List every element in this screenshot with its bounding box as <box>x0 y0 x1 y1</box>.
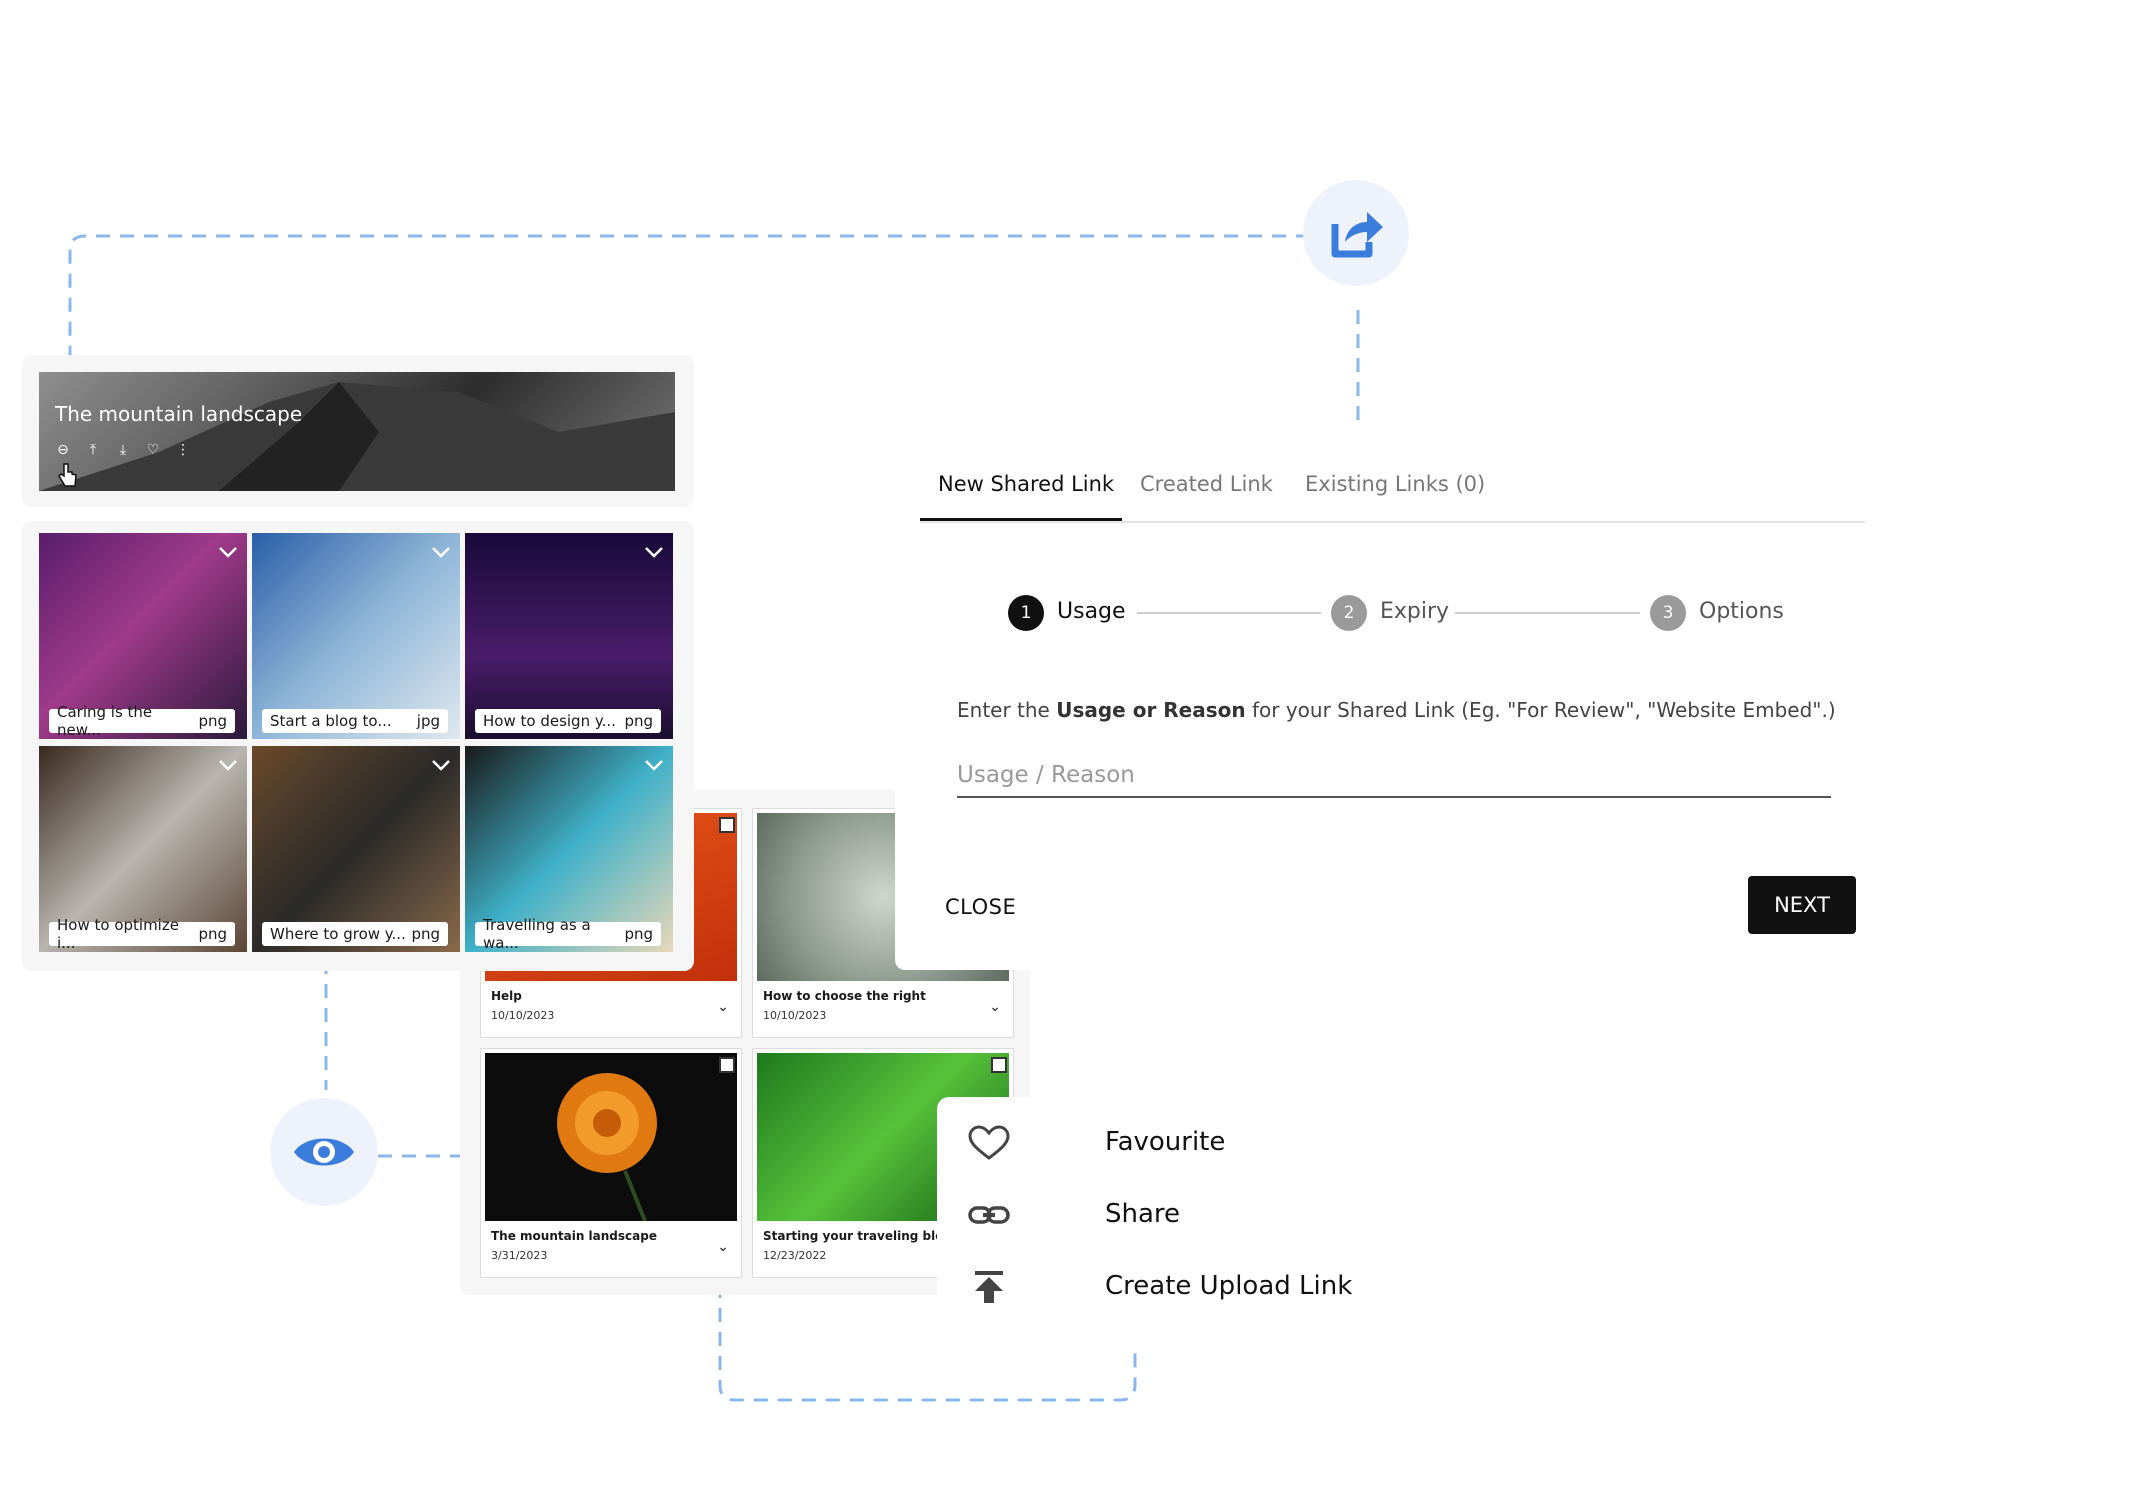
select-checkbox[interactable] <box>991 1057 1007 1073</box>
card-date: 3/31/2023 <box>491 1249 548 1262</box>
tile-caption: Where to grow y... png <box>262 922 448 946</box>
active-tab-indicator <box>920 518 1122 521</box>
tile-name: How to design y... <box>483 712 616 730</box>
chevron-down-icon[interactable] <box>643 541 665 563</box>
select-checkbox[interactable] <box>719 817 735 833</box>
step-1-label: Usage <box>1057 599 1126 624</box>
heart-icon <box>968 1125 1010 1160</box>
context-menu: Favourite Share Create Upload Link <box>937 1097 1377 1347</box>
chevron-down-icon[interactable] <box>430 754 452 776</box>
hand-cursor-icon <box>58 463 77 487</box>
share-icon <box>1331 212 1383 258</box>
menu-item-create-upload-link[interactable]: Create Upload Link <box>967 1261 1367 1311</box>
card-date: 12/23/2022 <box>763 1249 827 1262</box>
prompt-text: Enter the <box>957 698 1057 722</box>
hero-card[interactable]: The mountain landscape ⊖ ⤒ ⤓ ♡ ⋮ <box>39 372 675 491</box>
gallery-tile[interactable]: Where to grow y... png <box>252 746 460 952</box>
asset-card[interactable]: The mountain landscape 3/31/2023 ⌄ <box>480 1048 742 1278</box>
tile-ext: png <box>198 712 227 730</box>
tile-ext: png <box>624 925 653 943</box>
step-2-number: 2 <box>1331 595 1367 631</box>
gallery-tile[interactable]: Start a blog to... jpg <box>252 533 460 739</box>
select-checkbox[interactable] <box>719 1057 735 1073</box>
hero-title: The mountain landscape <box>55 402 303 426</box>
prompt-text: for your Shared Link (Eg. "For Review", … <box>1245 698 1836 722</box>
link-icon <box>968 1206 1010 1224</box>
gallery-tile[interactable]: How to optimize i... png <box>39 746 247 952</box>
heart-icon[interactable]: ♡ <box>146 442 160 458</box>
gallery-tile[interactable]: Travelling as a wa... png <box>465 746 673 952</box>
close-button[interactable]: CLOSE <box>945 895 1017 919</box>
flower-image <box>557 1073 657 1222</box>
menu-item-favourite[interactable]: Favourite <box>967 1117 1367 1167</box>
card-title: How to choose the right <box>763 989 926 1003</box>
upload-icon <box>975 1271 1003 1303</box>
more-icon[interactable]: ⋮ <box>176 442 190 458</box>
tile-ext: png <box>411 925 440 943</box>
tile-name: Start a blog to... <box>270 712 392 730</box>
step-1-number: 1 <box>1008 595 1044 631</box>
chevron-down-icon[interactable]: ⌄ <box>989 999 1001 1015</box>
chevron-down-icon[interactable]: ⌄ <box>717 999 729 1015</box>
tab-new-shared-link[interactable]: New Shared Link <box>938 472 1115 496</box>
link-icon[interactable]: ⊖ <box>57 442 69 458</box>
tab-created-link[interactable]: Created Link <box>1140 472 1273 496</box>
next-button[interactable]: NEXT <box>1748 876 1856 934</box>
tab-existing-links[interactable]: Existing Links (0) <box>1305 472 1486 496</box>
share-badge[interactable] <box>1303 180 1409 286</box>
menu-item-label: Create Upload Link <box>1105 1271 1353 1301</box>
gallery-tile[interactable]: Caring is the new... png <box>39 533 247 739</box>
tile-name: How to optimize i... <box>57 916 179 952</box>
chevron-down-icon[interactable] <box>217 754 239 776</box>
tab-divider <box>920 521 1865 523</box>
chevron-down-icon[interactable] <box>430 541 452 563</box>
gallery-tile[interactable]: How to design y... png <box>465 533 673 739</box>
tile-ext: jpg <box>416 712 440 730</box>
prompt-emphasis: Usage or Reason <box>1056 698 1246 722</box>
usage-reason-input[interactable]: Usage / Reason <box>957 762 1831 798</box>
shared-link-dialog: New Shared Link Created Link Existing Li… <box>895 420 1915 970</box>
chevron-down-icon[interactable]: ⌄ <box>717 1239 729 1255</box>
card-date: 10/10/2023 <box>491 1009 555 1022</box>
usage-instructions: Enter the Usage or Reason for your Share… <box>957 698 1836 722</box>
hero-actions: ⊖ ⤒ ⤓ ♡ ⋮ <box>55 442 191 458</box>
card-title: The mountain landscape <box>491 1229 657 1243</box>
tile-ext: png <box>198 925 227 943</box>
tile-caption: Travelling as a wa... png <box>475 916 661 952</box>
card-title: Starting your traveling blog <box>763 1229 953 1243</box>
card-title: Help <box>491 989 522 1003</box>
tile-name: Where to grow y... <box>270 925 406 943</box>
tile-ext: png <box>624 712 653 730</box>
menu-item-share[interactable]: Share <box>967 1189 1367 1239</box>
menu-item-label: Share <box>1105 1199 1181 1229</box>
tile-caption: Caring is the new... png <box>49 703 235 739</box>
step-3-label: Options <box>1699 599 1784 624</box>
tile-caption: How to design y... png <box>475 709 661 733</box>
card-date: 10/10/2023 <box>763 1009 827 1022</box>
tile-caption: Start a blog to... jpg <box>262 709 448 733</box>
step-connector <box>1137 612 1321 614</box>
download-icon[interactable]: ⤓ <box>119 442 127 458</box>
step-connector <box>1455 612 1640 614</box>
eye-icon <box>294 1138 354 1166</box>
card-image <box>485 1053 737 1222</box>
upload-icon[interactable]: ⤒ <box>89 442 97 458</box>
chevron-down-icon[interactable] <box>217 541 239 563</box>
menu-item-label: Favourite <box>1105 1127 1226 1157</box>
step-2-label: Expiry <box>1380 599 1450 624</box>
preview-badge[interactable] <box>270 1098 378 1206</box>
mountain-image <box>39 382 675 491</box>
step-3-number: 3 <box>1650 595 1686 631</box>
tile-name: Travelling as a wa... <box>483 916 591 952</box>
chevron-down-icon[interactable] <box>643 754 665 776</box>
tile-name: Caring is the new... <box>57 703 153 739</box>
tile-caption: How to optimize i... png <box>49 916 235 952</box>
